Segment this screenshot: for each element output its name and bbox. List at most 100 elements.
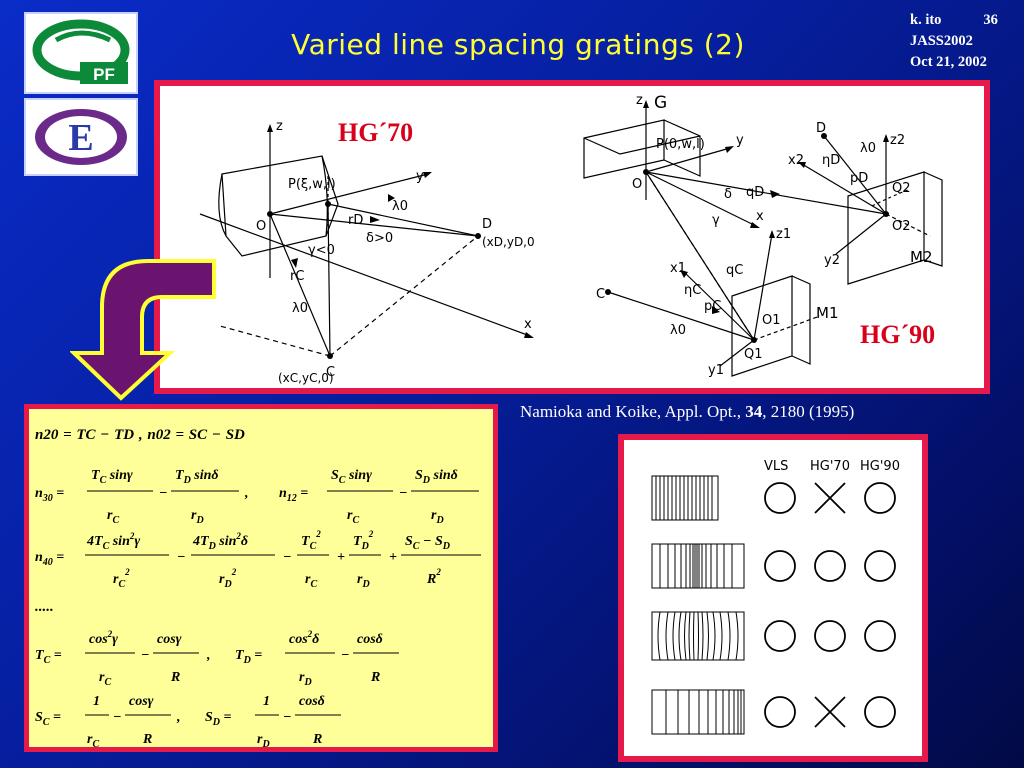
left-delta: δ>0 bbox=[366, 231, 393, 246]
svg-text:−: − bbox=[113, 710, 121, 725]
left-arrows bbox=[267, 124, 534, 359]
groove-pattern-4 bbox=[651, 689, 745, 735]
citation-pages: , 2180 (1995) bbox=[762, 402, 855, 421]
right-label-d: D bbox=[816, 121, 826, 136]
svg-text:rC2: rC2 bbox=[113, 567, 130, 590]
svg-text:SD sinδ: SD sinδ bbox=[415, 468, 458, 486]
eq-ellipsis: ..... bbox=[35, 599, 54, 615]
groove-pattern-2 bbox=[651, 543, 745, 589]
vls-circle-mark bbox=[864, 550, 896, 582]
citation: Namioka and Koike, Appl. Opt., 34, 2180 … bbox=[520, 402, 854, 422]
svg-text:+: + bbox=[337, 550, 345, 565]
vls-circle-mark bbox=[764, 550, 796, 582]
right-y2-label: y2 bbox=[824, 253, 840, 268]
svg-text:TC2: TC2 bbox=[301, 529, 321, 552]
svg-text:,: , bbox=[206, 648, 211, 663]
svg-text:−: − bbox=[399, 486, 407, 501]
right-eta-c: ηC bbox=[684, 283, 701, 298]
vls-circle-mark bbox=[864, 696, 896, 728]
svg-text:SC sinγ: SC sinγ bbox=[331, 468, 372, 486]
grating-geometry-diagram: z y x P(ξ,w,l) O D (xD,yD,0 C (xC,yC,0) … bbox=[199, 93, 943, 385]
curved-arrow-icon bbox=[70, 259, 216, 401]
svg-text:n40 =: n40 = bbox=[35, 550, 64, 568]
right-label-m2: M2 bbox=[910, 248, 933, 266]
svg-text:+: + bbox=[389, 550, 397, 565]
svg-text:−: − bbox=[283, 550, 291, 565]
left-text: z y x P(ξ,w,l) O D (xD,yD,0 C (xC,yC,0) … bbox=[256, 119, 535, 385]
pf-logo: PF bbox=[24, 12, 138, 94]
vls-comparison-panel: VLS HG'70 HG'90 bbox=[618, 434, 928, 762]
left-coords-c: (xC,yC,0) bbox=[278, 371, 334, 385]
diagram-panel: z y x P(ξ,w,l) O D (xD,yD,0 C (xC,yC,0) … bbox=[154, 80, 990, 394]
right-text: G z y x P(0,w,l) O D C M1 M2 O1 O2 Q1 Q2… bbox=[596, 93, 933, 378]
left-gamma: γ<0 bbox=[308, 243, 335, 258]
svg-text:rD: rD bbox=[357, 572, 370, 590]
left-z-label: z bbox=[276, 119, 283, 134]
equations-rendering: n20 = TC − TD , n02 = SC − SD n30 = TC s… bbox=[35, 427, 481, 750]
label-hg90: HG´90 bbox=[860, 320, 936, 349]
vls-cross-mark bbox=[814, 696, 846, 728]
vls-header-hg70: HG'70 bbox=[810, 459, 850, 474]
svg-text:rC: rC bbox=[99, 670, 111, 688]
left-rc: rC bbox=[290, 269, 304, 284]
svg-text:TC =: TC = bbox=[35, 648, 62, 666]
vls-cross-mark bbox=[814, 482, 846, 514]
vls-circle-mark bbox=[814, 620, 846, 652]
groove-pattern-1 bbox=[651, 475, 719, 521]
vls-header-vls: VLS bbox=[764, 459, 788, 474]
svg-text:−: − bbox=[341, 648, 349, 663]
svg-text:,: , bbox=[176, 710, 181, 725]
svg-text:TD sinδ: TD sinδ bbox=[175, 468, 219, 486]
citation-authors: Namioka and Koike, Appl. Opt., bbox=[520, 402, 746, 421]
svg-text:4TC sin2γ: 4TC sin2γ bbox=[86, 531, 140, 552]
right-point-p: P(0,w,l) bbox=[656, 137, 705, 152]
left-lambda-d: λ0 bbox=[392, 199, 408, 214]
svg-text:rD2: rD2 bbox=[219, 567, 237, 590]
left-point-d: D bbox=[482, 217, 492, 232]
vls-circle-mark bbox=[764, 696, 796, 728]
groove-pattern-3 bbox=[651, 611, 745, 661]
right-x1-label: x1 bbox=[670, 261, 686, 276]
right-gamma: γ bbox=[712, 213, 720, 228]
svg-text:R: R bbox=[312, 732, 322, 747]
svg-text:rC: rC bbox=[87, 732, 99, 747]
left-lambda-c: λ0 bbox=[292, 301, 308, 316]
svg-text:SC − SD: SC − SD bbox=[405, 534, 450, 552]
author: k. ito bbox=[910, 12, 942, 28]
left-coords-d: (xD,yD,0 bbox=[482, 235, 535, 249]
svg-text:−: − bbox=[141, 648, 149, 663]
svg-text:R2: R2 bbox=[426, 567, 441, 587]
right-label-g: G bbox=[654, 93, 667, 113]
vls-circle-mark bbox=[864, 482, 896, 514]
vls-comparison-grid: VLS HG'70 HG'90 bbox=[651, 459, 900, 735]
equations-panel: n20 = TC − TD , n02 = SC − SD n30 = TC s… bbox=[24, 404, 498, 752]
svg-text:rD: rD bbox=[431, 508, 444, 526]
svg-text:4TD sin2δ: 4TD sin2δ bbox=[192, 531, 248, 552]
right-label-o2: O2 bbox=[892, 219, 911, 234]
right-qc: qC bbox=[726, 263, 743, 278]
pf-logo-text: PF bbox=[93, 65, 115, 84]
vls-circle-mark bbox=[814, 550, 846, 582]
right-x2-label: x2 bbox=[788, 153, 804, 168]
slide-title: Varied line spacing gratings (2) bbox=[291, 28, 745, 61]
right-label-m1: M1 bbox=[816, 304, 839, 322]
svg-text:cos2γ: cos2γ bbox=[89, 629, 118, 647]
svg-text:cosγ: cosγ bbox=[157, 632, 182, 647]
label-hg70: HG´70 bbox=[338, 118, 414, 147]
left-origin: O bbox=[256, 219, 266, 234]
date: Oct 21, 2002 bbox=[910, 54, 987, 70]
left-geometry bbox=[199, 128, 531, 357]
svg-text:TC sinγ: TC sinγ bbox=[91, 468, 133, 486]
right-x-label: x bbox=[756, 209, 764, 224]
right-origin: O bbox=[632, 177, 642, 192]
left-point-p: P(ξ,w,l) bbox=[288, 177, 336, 192]
right-z-label: z bbox=[636, 93, 643, 108]
svg-text:TD =: TD = bbox=[235, 648, 262, 666]
right-geometry bbox=[583, 104, 943, 377]
svg-text:SD =: SD = bbox=[205, 710, 232, 728]
eq-row-2-lhs: n30 = bbox=[35, 486, 64, 504]
e-logo-text: E bbox=[68, 117, 93, 159]
svg-text:1: 1 bbox=[93, 694, 100, 709]
right-label-c: C bbox=[596, 287, 605, 302]
